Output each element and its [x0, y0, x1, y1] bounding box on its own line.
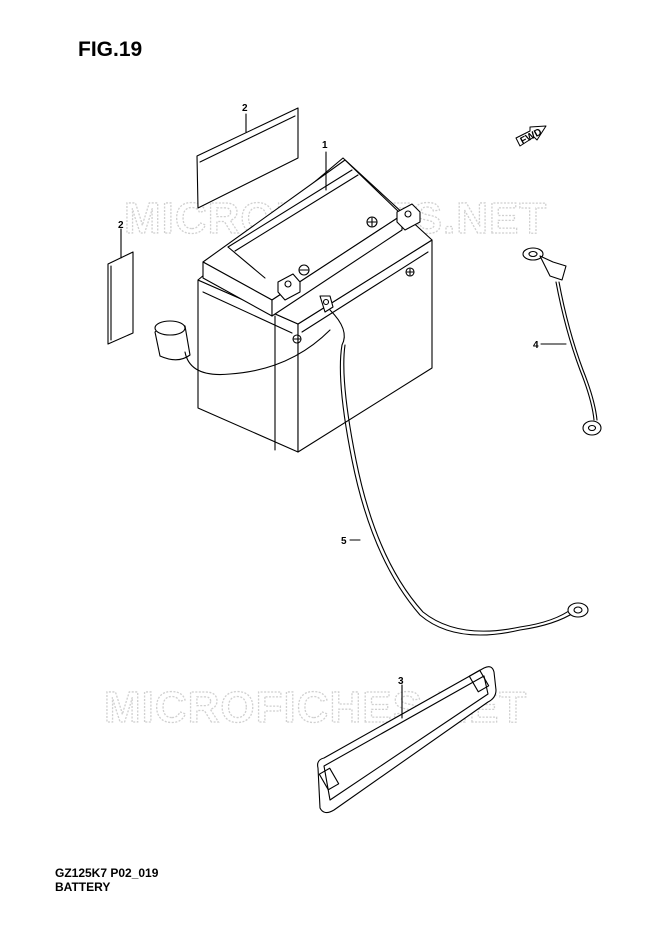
model-code: GZ125K7 P02_019 — [55, 866, 159, 880]
callout-2-top: 2 — [242, 103, 248, 114]
section-name: BATTERY — [55, 880, 111, 894]
fwd-label: FWD — [519, 127, 544, 147]
positive-lead-cable — [522, 247, 602, 436]
label-sheet-side — [107, 251, 134, 345]
callout-5: 5 — [341, 536, 347, 547]
callout-4: 4 — [533, 340, 539, 351]
battery-body — [197, 157, 433, 453]
callout-3: 3 — [398, 676, 404, 687]
callout-1: 1 — [322, 140, 328, 151]
fwd-arrow-icon — [515, 125, 547, 147]
callout-2-side: 2 — [118, 220, 124, 231]
label-sheet-top — [196, 107, 299, 209]
figure-title: FIG.19 — [78, 38, 143, 61]
terminal-negative — [277, 273, 301, 301]
terminal-positive — [396, 203, 421, 231]
negative-lead-cable — [319, 295, 589, 636]
battery-band — [317, 666, 497, 814]
terminal-cap — [154, 320, 331, 376]
